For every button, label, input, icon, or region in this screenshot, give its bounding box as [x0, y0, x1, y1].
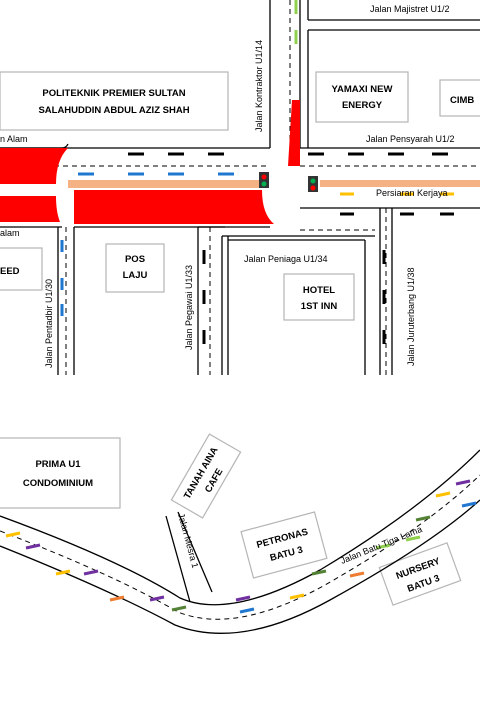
- label-alam-top: n Alam: [0, 134, 28, 144]
- congestion-kontraktor: [288, 100, 300, 166]
- building-nursery: NURSERY BATU 3: [378, 542, 462, 606]
- building-tanah-aina: TANAH AINA CAFE: [170, 433, 242, 519]
- label-pentadbir: Jalan Pentadbir U1/30: [44, 279, 54, 368]
- arrow-dash: [235, 595, 251, 602]
- arrow-dash: [25, 543, 41, 550]
- direction-arrows: [5, 0, 477, 614]
- building-yamaxi: YAMAXI NEW ENERGY: [315, 71, 409, 123]
- arrow-dash: [109, 595, 125, 602]
- politeknik-label-1: POLITEKNIK PREMIER SULTAN: [42, 88, 185, 99]
- traffic-light-east: [308, 176, 318, 192]
- label-alam-bottom: alam: [0, 228, 20, 238]
- yamaxi-label-1: YAMAXI NEW: [332, 84, 393, 95]
- building-prima: PRIMA U1 CONDOMINIUM: [0, 437, 121, 509]
- arrow-dash: [415, 515, 431, 522]
- arrow-dash: [171, 605, 187, 612]
- arrow-dash: [239, 607, 255, 614]
- cimb-label: CIMB: [450, 95, 474, 106]
- building-politeknik: POLITEKNIK PREMIER SULTAN SALAHUDDIN ABD…: [0, 71, 229, 131]
- traffic-light-west: [259, 172, 269, 188]
- label-pensyarah: Jalan Pensyarah U1/2: [366, 134, 455, 144]
- arrow-dash: [55, 569, 71, 576]
- arrow-dash: [349, 571, 365, 578]
- label-pegawai: Jalan Pegawai U1/33: [184, 265, 194, 350]
- road-batu-tiga-lama: [0, 449, 480, 634]
- arrow-dash: [5, 531, 21, 538]
- politeknik-label-2: SALAHUDDIN ABDUL AZIZ SHAH: [38, 105, 189, 116]
- building-petronas: PETRONAS BATU 3: [240, 511, 328, 579]
- label-kerjaya: Persiaran Kerjaya: [376, 188, 448, 198]
- congestion-west-lower: [0, 196, 60, 222]
- congestion-west-upper: [0, 148, 68, 184]
- yamaxi-label-2: ENERGY: [342, 100, 383, 111]
- building-hotel: HOTEL 1ST INN: [283, 273, 355, 321]
- arrow-dash: [311, 569, 327, 576]
- building-cimb: CIMB: [439, 79, 480, 117]
- arrow-dash: [149, 595, 165, 602]
- arrow-dash: [83, 569, 99, 576]
- prima-label-1: PRIMA U1: [35, 459, 81, 470]
- congestion-main: [74, 190, 274, 224]
- prima-label-2: CONDOMINIUM: [23, 478, 93, 489]
- arrow-dash: [375, 543, 391, 550]
- road-edges: [0, 0, 480, 375]
- congestion-zones: [0, 100, 300, 224]
- label-mesra: Jalan Mesra 1: [176, 512, 200, 569]
- label-juruterbang: Jalan Juruterbang U1/38: [406, 267, 416, 366]
- route-band-west: [68, 180, 266, 188]
- building-speed: EED: [0, 247, 43, 291]
- hotel-label-1: HOTEL: [303, 285, 335, 296]
- arrow-dash: [455, 479, 471, 486]
- pos-label-2: LAJU: [123, 270, 148, 281]
- building-pos-laju: POS LAJU: [105, 243, 165, 293]
- speed-label: EED: [0, 266, 20, 277]
- hotel-label-2: 1ST INN: [301, 301, 338, 312]
- pos-label-1: POS: [125, 254, 145, 265]
- arrow-dash: [435, 491, 451, 498]
- label-kontraktor: Jalan Kontraktor U1/14: [254, 40, 264, 132]
- arrow-dash: [405, 535, 421, 542]
- arrow-dash: [289, 593, 305, 600]
- label-majistret: Jalan Majistret U1/2: [370, 4, 450, 14]
- route-band-east: [320, 180, 480, 187]
- arrow-dash: [461, 501, 477, 508]
- label-peniaga: Jalan Peniaga U1/34: [244, 254, 328, 264]
